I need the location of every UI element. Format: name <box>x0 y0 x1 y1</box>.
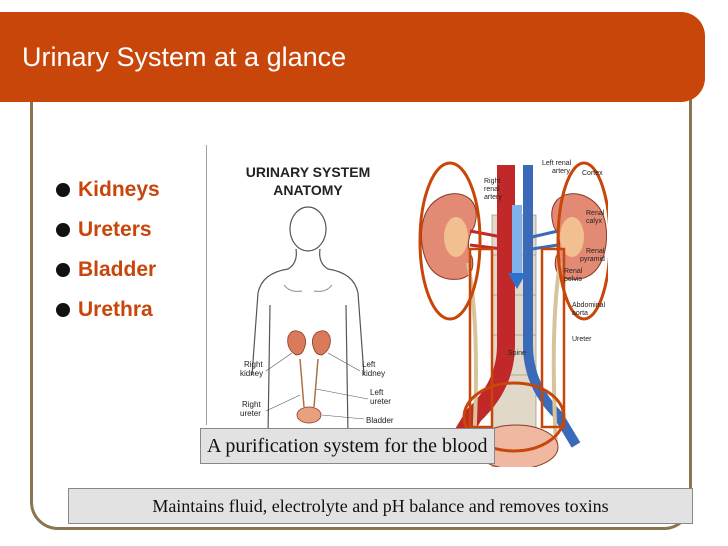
bullet-item-ureters: Ureters <box>56 210 160 250</box>
bullet-dot-icon <box>56 223 70 237</box>
bullet-item-urethra: Urethra <box>56 290 160 330</box>
label-renal-pelvis-2: pelvis <box>564 276 582 283</box>
slide-title: Urinary System at a glance <box>22 42 347 72</box>
body-outline-panel: URINARY SYSTEM ANATOMY Right kidney Left… <box>206 145 411 467</box>
bullet-item-bladder: Bladder <box>56 250 160 290</box>
label-abdominal-aorta-1: Abdominal <box>572 302 606 309</box>
label-renal-calyx-1: Renal <box>586 210 605 217</box>
bullet-dot-icon <box>56 183 70 197</box>
label-right-kidney-2: kidney <box>240 369 263 378</box>
urinary-anatomy-figure: URINARY SYSTEM ANATOMY Right kidney Left… <box>206 145 608 467</box>
kidney-highlight-oval <box>418 161 482 321</box>
bullet-label: Ureters <box>78 218 152 241</box>
bladder-shape <box>296 406 322 424</box>
label-right-renal-artery-3: artery <box>484 194 502 201</box>
bullet-label: Kidneys <box>78 178 160 201</box>
purification-caption: A purification system for the blood <box>200 428 495 464</box>
ureter-highlight-rect <box>540 247 566 429</box>
kidney-highlight-oval <box>556 161 608 321</box>
label-abdominal-aorta-2: aorta <box>572 310 588 317</box>
label-spine: Spine <box>508 350 526 357</box>
label-renal-pyramid-2: pyramid <box>580 256 605 263</box>
label-renal-calyx-2: calyx <box>586 218 602 225</box>
label-left-renal-artery-2: artery <box>552 168 570 175</box>
bullet-label: Urethra <box>78 298 153 321</box>
label-cortex: Cortex <box>582 170 603 177</box>
balance-caption: Maintains fluid, electrolyte and pH bala… <box>68 488 693 524</box>
label-right-kidney-1: Right <box>244 360 263 369</box>
label-ureter: Ureter <box>572 336 592 343</box>
title-bar <box>0 12 705 102</box>
label-bladder: Bladder <box>366 416 394 425</box>
bullet-label: Bladder <box>78 258 157 281</box>
label-renal-pyramid-1: Renal <box>586 248 605 255</box>
figure-heading-line2: ANATOMY <box>273 182 343 198</box>
label-right-ureter-2: ureter <box>240 409 261 418</box>
label-right-ureter-1: Right <box>242 400 261 409</box>
label-left-kidney-2: kidney <box>362 369 385 378</box>
label-right-renal-artery-1: Right <box>484 178 500 185</box>
label-left-renal-artery-1: Left renal <box>542 160 572 167</box>
left-kidney-shape <box>312 330 331 356</box>
right-kidney-shape <box>287 330 306 356</box>
ureter-highlight-rect <box>468 247 494 429</box>
bullet-dot-icon <box>56 303 70 317</box>
bullet-dot-icon <box>56 263 70 277</box>
label-left-ureter-2: ureter <box>370 397 391 406</box>
label-right-renal-artery-2: renal <box>484 186 500 193</box>
detail-left-ureter <box>551 262 562 446</box>
label-left-ureter-1: Left <box>370 388 384 397</box>
label-renal-pelvis-1: Renal <box>564 268 583 275</box>
detail-anatomy-panel: Right renal artery Left renal artery Cor… <box>416 145 608 467</box>
bladder-highlight-oval <box>462 381 566 453</box>
bullet-item-kidneys: Kidneys <box>56 170 160 210</box>
vena-cava-shape <box>523 165 581 448</box>
figure-heading-line1: URINARY SYSTEM <box>246 164 370 180</box>
label-left-kidney-1: Left <box>362 360 376 369</box>
bullet-list: Kidneys Ureters Bladder Urethra <box>56 170 160 330</box>
